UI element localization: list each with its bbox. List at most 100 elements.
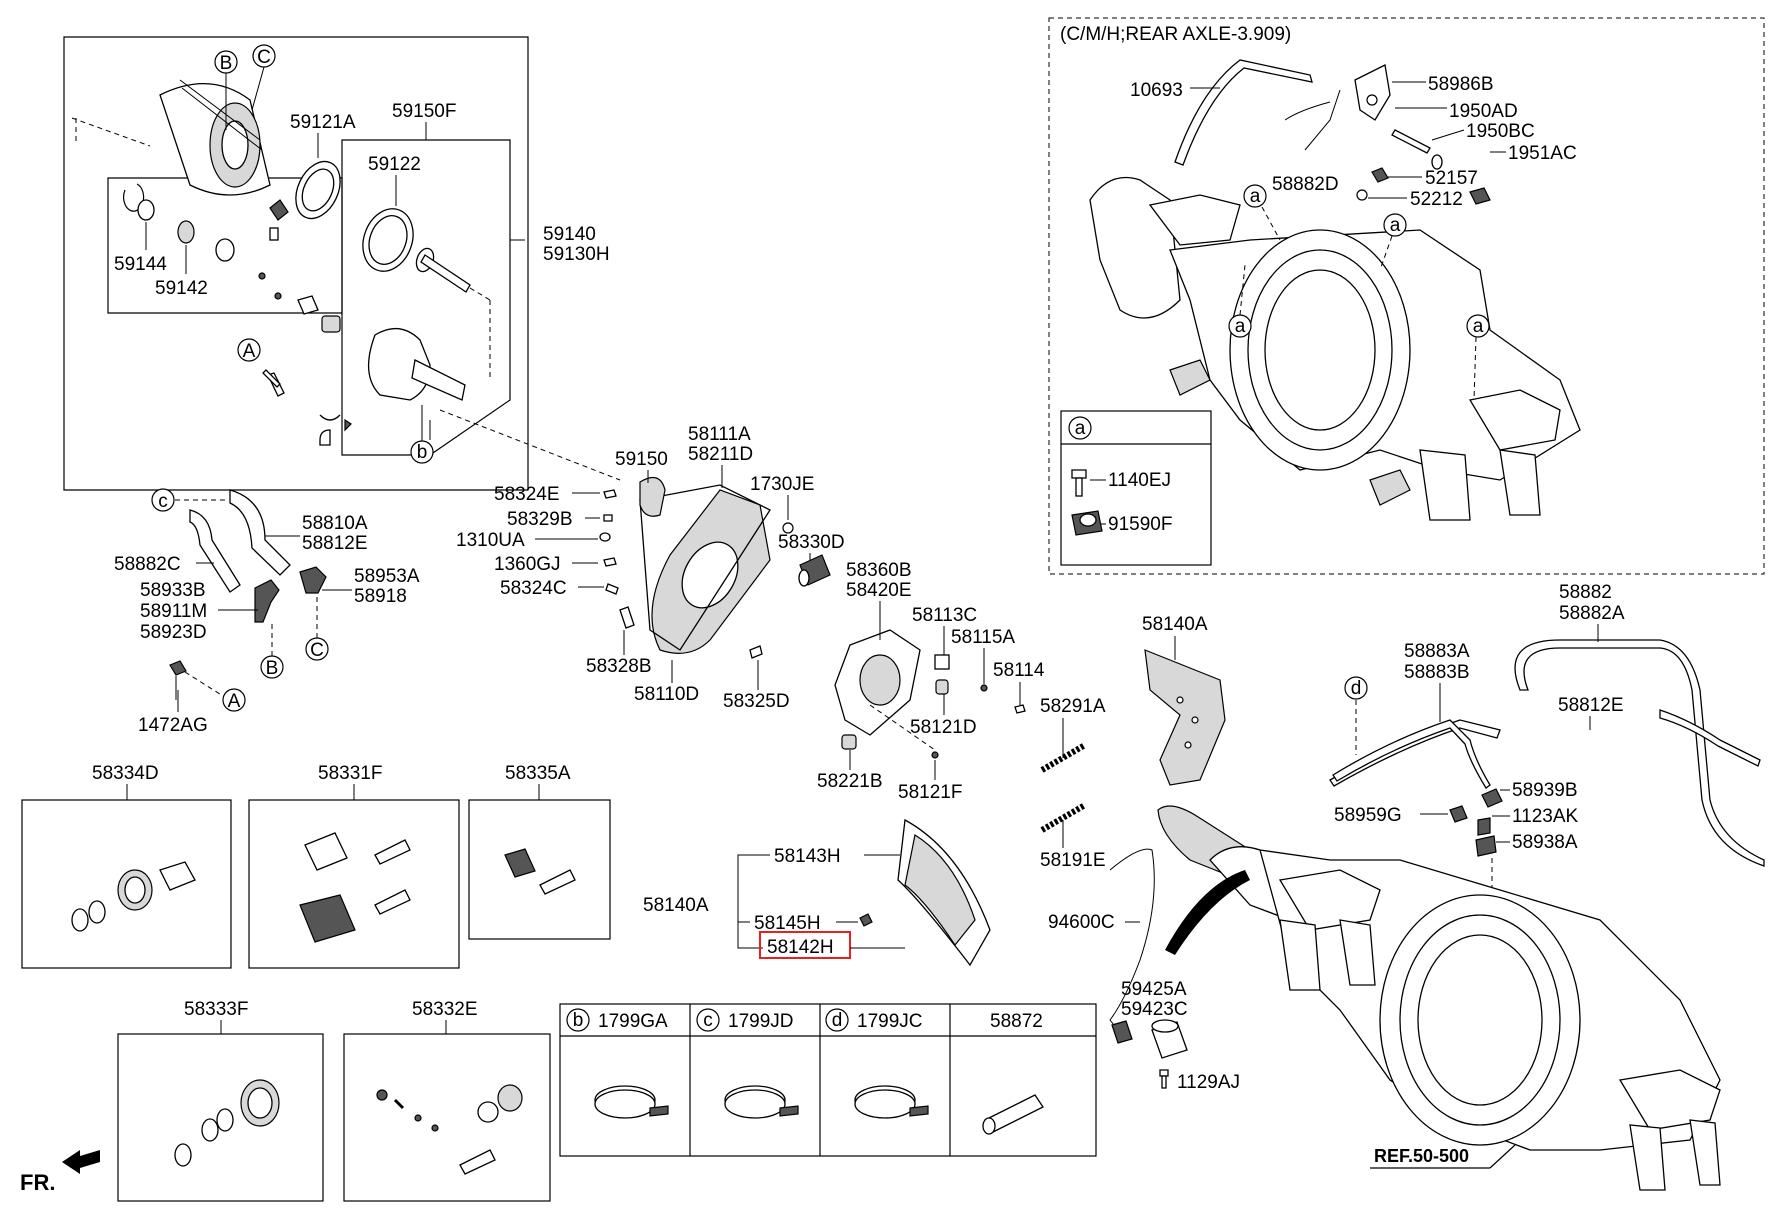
- inset-callout-a-2-text: a: [1390, 215, 1401, 236]
- axle-inset-frame: [1048, 17, 1765, 575]
- callout-A-bottom: A: [228, 691, 241, 712]
- label-58883B: 58883B: [1404, 662, 1470, 683]
- assembly-outline: [63, 36, 529, 491]
- kit-58334D-icon: [71, 861, 196, 932]
- label-58115A: 58115A: [951, 627, 1015, 648]
- label-58420E: 58420E: [846, 580, 912, 601]
- label-58140A-shoe: 58140A: [1142, 614, 1208, 635]
- hose-clamp-icon: [724, 1085, 799, 1119]
- clamp-part-1799JD: 1799JD: [728, 1011, 794, 1032]
- label-58332E: 58332E: [412, 999, 478, 1020]
- label-1950BC: 1950BC: [1466, 121, 1535, 142]
- vent-bracket-icon: [1354, 64, 1491, 205]
- inset-callout-a-1: [1243, 184, 1267, 208]
- anchor-bracket-group: 58360B 58420E 58113C 58115A 58114 58121D…: [817, 560, 1045, 803]
- label-58882D: 58882D: [1272, 174, 1339, 195]
- callout-circle-d: [1344, 676, 1368, 700]
- label-58953A: 58953A: [354, 566, 420, 587]
- label-59423C: 59423C: [1121, 999, 1188, 1020]
- label-58882C: 58882C: [114, 554, 181, 575]
- clamp-callout-d-text: d: [832, 1010, 843, 1031]
- label-59150F: 59150F: [392, 101, 456, 122]
- label-1123AK: 1123AK: [1512, 806, 1579, 827]
- label-58329B: 58329B: [507, 509, 573, 530]
- callout-c-hose: c: [158, 491, 168, 512]
- label-58145H: 58145H: [754, 913, 821, 934]
- callout-circle-A-bottom: [222, 688, 246, 712]
- bushing-58221B-icon: [841, 734, 857, 750]
- callout-A-mid: A: [243, 341, 256, 362]
- label-1140EJ: 1140EJ: [1108, 470, 1171, 491]
- label-91590F: 91590F: [1108, 514, 1172, 535]
- label-58810A: 58810A: [302, 513, 368, 534]
- label-1310UA: 1310UA: [456, 530, 525, 551]
- label-59121A: 59121A: [290, 112, 356, 133]
- wheel-cylinder-icon: [798, 554, 831, 587]
- kit-box-58332E: [343, 1033, 551, 1202]
- clamp-callout-d: [825, 1008, 849, 1032]
- clamp-table-frame: [559, 1003, 1097, 1157]
- bushing-59425A-icon: [1151, 1019, 1188, 1059]
- label-58882: 58882: [1559, 582, 1612, 603]
- bolt-1129AJ-icon: [1159, 1069, 1169, 1089]
- bushing-58121D-icon: [935, 679, 949, 695]
- label-58959G: 58959G: [1334, 805, 1402, 826]
- label-58335A: 58335A: [505, 763, 571, 784]
- label-58938A: 58938A: [1512, 832, 1578, 853]
- clamp-part-1799GA: 1799GA: [598, 1011, 668, 1032]
- clamp-part-58872: 58872: [990, 1011, 1043, 1032]
- inset-callout-a-4: [1466, 314, 1490, 338]
- label-58211D: 58211D: [688, 444, 753, 465]
- label-58325D: 58325D: [723, 691, 790, 712]
- label-58812E-right: 58812E: [1558, 695, 1624, 716]
- front-arrow-icon: [62, 1150, 100, 1174]
- axle-housing-bottom-icon: [1259, 849, 1721, 1191]
- label-58883A: 58883A: [1404, 641, 1470, 662]
- subassembly-59150F-outline: [341, 139, 511, 456]
- push-rod-boot-icon: [71, 117, 621, 481]
- label-58324C: 58324C: [500, 578, 567, 599]
- label-94600C: 94600C: [1048, 912, 1115, 933]
- label-1360GJ: 1360GJ: [494, 554, 561, 575]
- label-58142H[interactable]: 58142H: [767, 937, 834, 958]
- clamp-callout-c-text: c: [703, 1010, 713, 1031]
- axle-housing-icon: [1089, 176, 1581, 521]
- kit-58332E-icon: [376, 1084, 523, 1175]
- abs-sensor-icon: [1109, 848, 1155, 1044]
- callout-B-bottom: B: [266, 658, 279, 679]
- kit-58331F-icon: [299, 832, 411, 943]
- return-spring-lower-icon: [1040, 802, 1087, 833]
- bolt-58328B-icon: [619, 606, 635, 629]
- kit-58333F-icon: [174, 1079, 280, 1167]
- callout-b-mid: b: [417, 442, 428, 463]
- label-10693: 10693: [1130, 80, 1183, 101]
- label-58328B: 58328B: [586, 656, 652, 677]
- label-58918: 58918: [354, 586, 407, 607]
- snap-ring-icon: [123, 183, 341, 333]
- inset-callout-a-4-text: a: [1473, 316, 1484, 337]
- axle-inset-note: (C/M/H;REAR AXLE-3.909): [1060, 24, 1291, 45]
- hose-clamp-icon: [594, 1085, 669, 1119]
- clip-91590F-icon: [1071, 510, 1103, 536]
- callout-C-bottom: C: [310, 640, 324, 661]
- label-59130H: 59130H: [543, 244, 610, 265]
- label-58923D: 58923D: [140, 622, 207, 643]
- repair-kit-boxes: 58334D 58331F 58335A 58333F: [21, 763, 611, 1202]
- kit-box-58331F: [248, 799, 460, 969]
- legend-callout-a-text: a: [1075, 418, 1086, 439]
- label-58333F: 58333F: [184, 999, 248, 1020]
- callout-circle-c: [151, 488, 175, 512]
- vent-hose-icon: [1174, 59, 1341, 166]
- label-58143H: 58143H: [774, 846, 841, 867]
- label-58933B: 58933B: [140, 580, 206, 601]
- clamp-callout-c: [696, 1008, 720, 1032]
- brake-pipe-58883A-icon: [1332, 719, 1491, 789]
- label-58911M: 58911M: [140, 601, 207, 622]
- label-1950AD: 1950AD: [1449, 101, 1518, 122]
- label-59425A: 59425A: [1121, 979, 1187, 1000]
- cylinder-housing-icon: [159, 79, 271, 196]
- label-58221B: 58221B: [817, 771, 883, 792]
- spacer-59150-icon: [639, 476, 666, 517]
- hose-fitting-icon: [254, 566, 327, 623]
- clamp-table: b 1799GA c 1799JD d 1799JC 58872: [559, 1003, 1097, 1157]
